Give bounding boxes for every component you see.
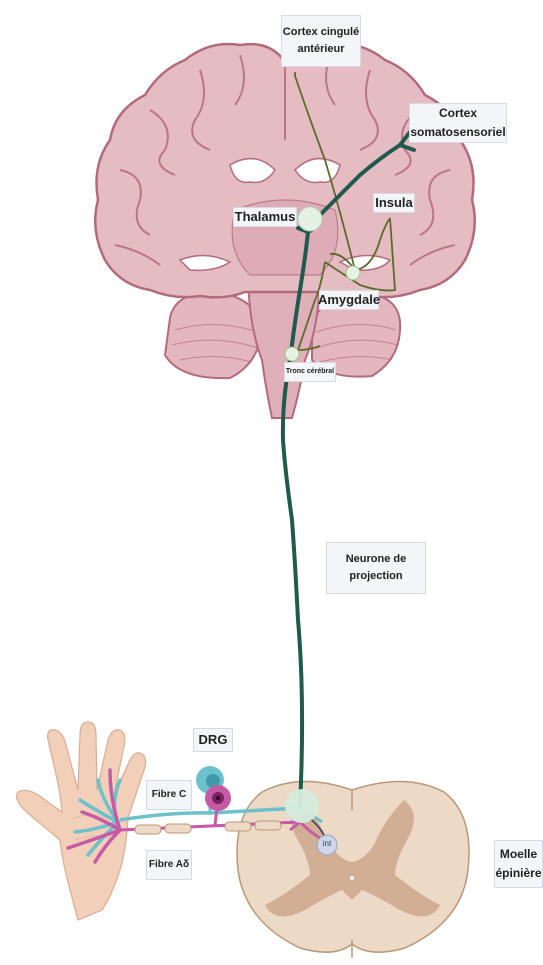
label-projection-neuron-line1: Neurone de xyxy=(346,551,407,568)
label-thalamus: Thalamus xyxy=(233,207,297,227)
label-amygdala: Amygdale xyxy=(319,290,379,310)
amygdala-node xyxy=(346,266,360,280)
label-interneuron-text: int xyxy=(323,839,331,848)
cerebellum-left xyxy=(165,292,262,378)
label-drg: DRG xyxy=(193,728,233,752)
label-somatosensory-cortex-line2: somatosensoriel xyxy=(410,123,505,142)
dorsal-horn-node xyxy=(285,789,319,823)
label-brainstem: Tronc cérébral xyxy=(284,362,336,382)
label-c-fiber: Fibre C xyxy=(146,780,192,810)
label-anterior-cingulate-cortex: Cortex cingulé antérieur xyxy=(281,15,361,67)
hand-illustration xyxy=(17,722,146,920)
label-drg-text: DRG xyxy=(199,730,228,750)
hand xyxy=(17,722,146,920)
label-spinal-cord-line2: épinière xyxy=(495,864,541,883)
label-anterior-cingulate-cortex-line2: antérieur xyxy=(297,41,344,58)
label-insula: Insula xyxy=(373,193,415,213)
label-insula-text: Insula xyxy=(375,193,413,213)
label-interneuron: int xyxy=(317,839,337,851)
label-brainstem-text: Tronc cérébral xyxy=(286,367,334,378)
label-projection-neuron: Neurone de projection xyxy=(326,542,426,594)
label-spinal-cord-line1: Moelle xyxy=(500,845,537,864)
label-somatosensory-cortex-line1: Cortex xyxy=(439,104,477,123)
thalamus-node xyxy=(298,207,322,231)
label-c-fiber-text: Fibre C xyxy=(152,787,186,803)
label-spinal-cord: Moelle épinière xyxy=(494,840,543,888)
label-amygdala-text: Amygdale xyxy=(318,290,380,310)
label-projection-neuron-line2: projection xyxy=(349,568,402,585)
label-somatosensory-cortex: Cortex somatosensoriel xyxy=(409,103,507,143)
brainstem-node xyxy=(285,347,299,361)
label-adelta-fiber-text: Fibre Aδ xyxy=(149,857,189,873)
label-thalamus-text: Thalamus xyxy=(235,207,296,227)
label-adelta-fiber: Fibre Aδ xyxy=(146,850,192,880)
label-anterior-cingulate-cortex-line1: Cortex cingulé xyxy=(283,24,359,41)
